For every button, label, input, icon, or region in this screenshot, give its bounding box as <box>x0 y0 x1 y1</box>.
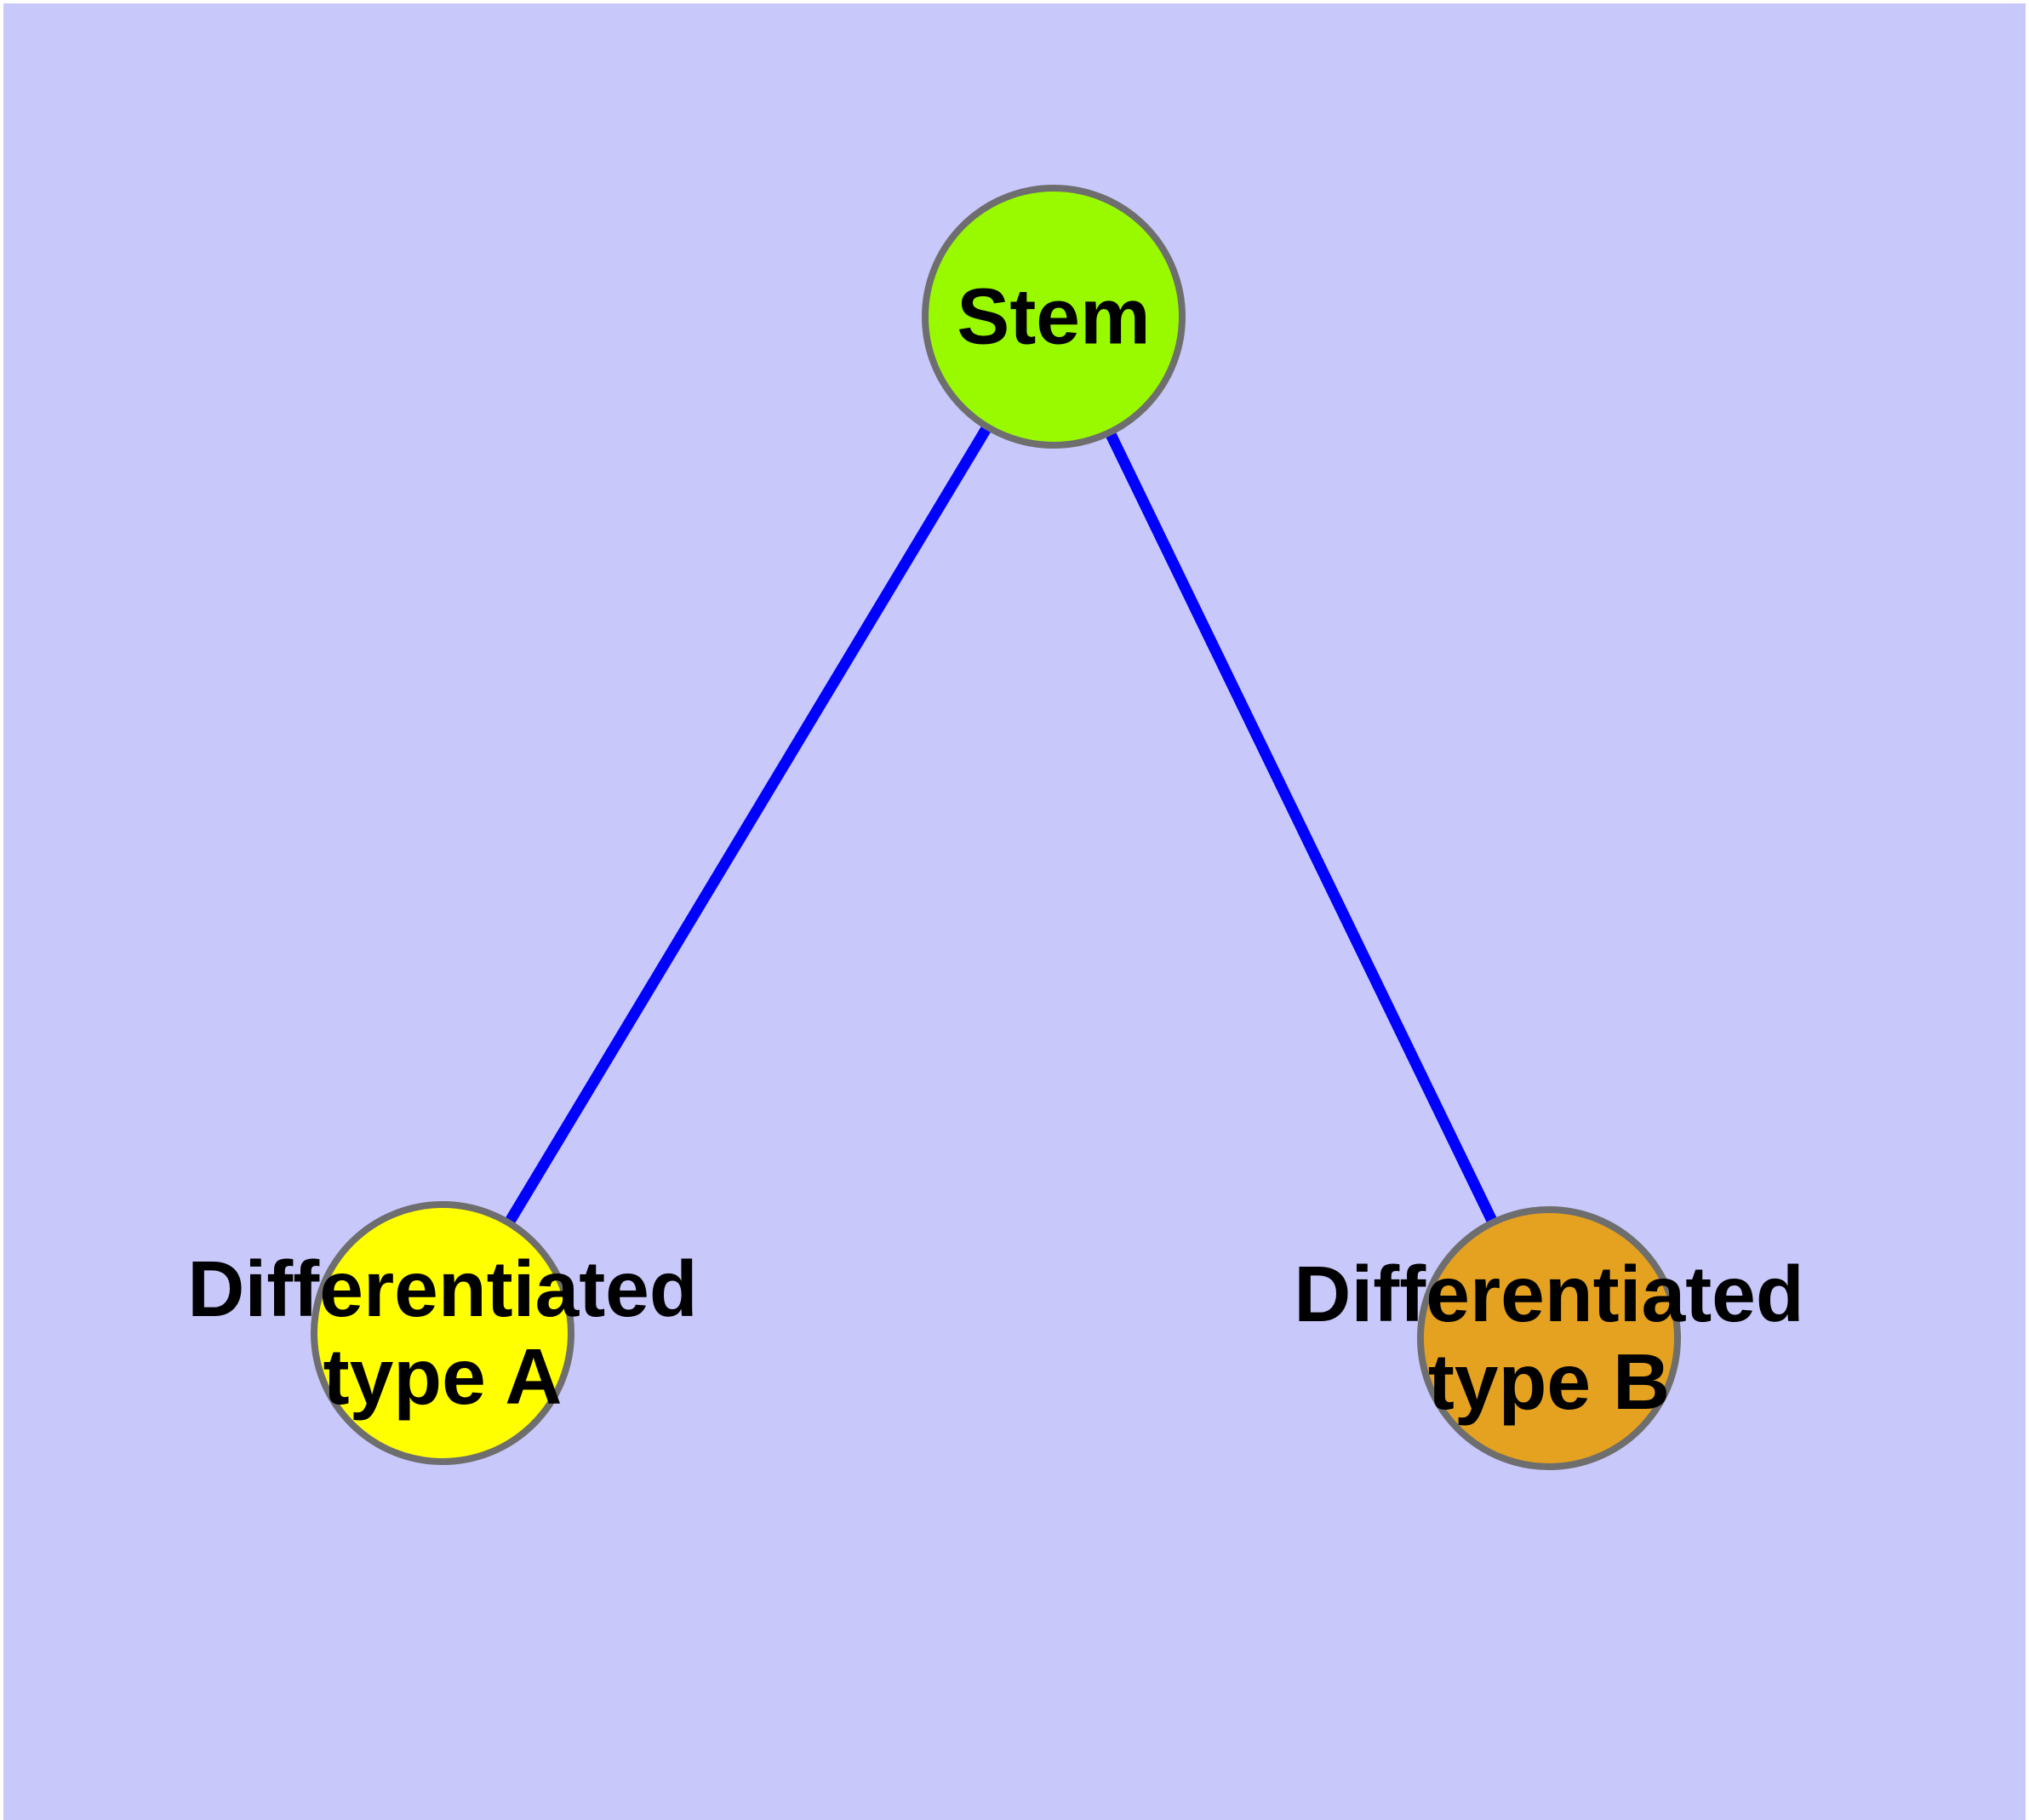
node-label-type-b: Differentiated type B <box>1294 1249 1804 1426</box>
node-label-type-a: Differentiated type A <box>187 1244 698 1421</box>
node-label-stem: Stem <box>957 272 1151 361</box>
edge-stem-type-a <box>437 313 1059 1336</box>
edge-stem-type-b <box>1049 314 1554 1341</box>
node-circle-type-b <box>1417 1206 1681 1470</box>
node-circle-stem <box>922 185 1186 449</box>
node-circle-type-a <box>311 1201 574 1465</box>
